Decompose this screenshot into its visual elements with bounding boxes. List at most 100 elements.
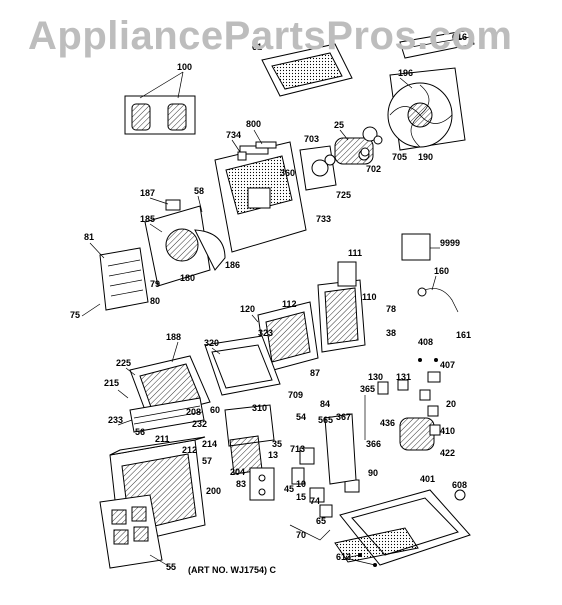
part-electrical-components [289, 447, 360, 541]
callout: 160 [434, 266, 449, 276]
part-filter-tray [99, 494, 163, 569]
callout: 70 [296, 530, 306, 540]
callout: 214 [202, 439, 217, 449]
callout: 78 [386, 304, 396, 314]
callout: 208 [186, 407, 201, 417]
callout: 401 [420, 474, 435, 484]
callout: 131 [396, 372, 411, 382]
part-top-rail [399, 29, 475, 59]
part-small-hardware [237, 135, 383, 166]
callout: 204 [230, 467, 245, 477]
callout: 100 [177, 62, 192, 72]
callout: 87 [310, 368, 320, 378]
callout: 55 [166, 562, 176, 572]
callout: 705 [392, 152, 407, 162]
watermark: AppliancePartsPros.com [28, 14, 513, 58]
part-compressor [399, 417, 441, 451]
callout: 233 [108, 415, 123, 425]
callout: 613 [336, 552, 351, 562]
callout: 80 [150, 296, 160, 306]
callout: 196 [398, 68, 413, 78]
callout: 120 [240, 304, 255, 314]
callout: 408 [418, 337, 433, 347]
callout: 83 [236, 479, 246, 489]
callout: 180 [180, 273, 195, 283]
part-base-pan [334, 489, 471, 567]
callout: 410 [440, 426, 455, 436]
part-switch-plate [249, 467, 275, 501]
part-evaporator-coil [257, 301, 319, 373]
callout: 20 [446, 399, 456, 409]
callout: 733 [316, 214, 331, 224]
callout: 35 [272, 439, 282, 449]
callout: 110 [362, 292, 377, 302]
part-rails [129, 397, 205, 433]
callout: 702 [366, 164, 381, 174]
callout: 58 [194, 186, 204, 196]
callout: 323 [258, 328, 273, 338]
callout: 10 [296, 479, 306, 489]
callout: 734 [226, 130, 241, 140]
callout: 565 [318, 415, 333, 425]
callout: 15 [296, 492, 306, 502]
part-top-louver [261, 43, 353, 97]
callout: 616 [452, 32, 467, 42]
callout: 13 [268, 450, 278, 460]
callout: 25 [334, 120, 344, 130]
callout: 215 [104, 378, 119, 388]
callout-labels: 100 61 616 196 25 800 734 703 702 705 19… [70, 32, 471, 572]
callout: 65 [316, 516, 326, 526]
callout: 703 [304, 134, 319, 144]
part-motor-mount [299, 145, 337, 191]
art-number: (ART NO. WJ1754) C [188, 565, 277, 575]
callout: 713 [290, 444, 305, 454]
callout: 79 [150, 279, 160, 289]
part-clip-187 [165, 199, 181, 211]
callout: 84 [320, 399, 330, 409]
part-condenser-coil [317, 261, 366, 353]
callout: 54 [296, 412, 306, 422]
callout: 366 [366, 439, 381, 449]
callout: 38 [386, 328, 396, 338]
callout: 320 [204, 338, 219, 348]
callout: 61 [252, 42, 262, 52]
callout: 9999 [440, 238, 460, 248]
callout: 310 [252, 403, 267, 413]
callout: 436 [380, 418, 395, 428]
callout: 161 [456, 330, 471, 340]
part-terminals [418, 358, 441, 417]
part-overload [377, 379, 409, 395]
callout: 57 [202, 456, 212, 466]
callout: 211 [155, 434, 170, 444]
part-bulkhead [214, 141, 307, 253]
callout: 800 [246, 119, 261, 129]
callout: 187 [140, 188, 155, 198]
callout: 90 [368, 468, 378, 478]
part-control-panel [224, 404, 275, 475]
callout: 200 [206, 486, 221, 496]
callout: 185 [140, 214, 155, 224]
callout: 360 [280, 168, 295, 178]
callout: 112 [282, 299, 297, 309]
callout: 56 [135, 427, 145, 437]
callout: 186 [225, 260, 240, 270]
part-control-box [99, 247, 149, 311]
callout: 190 [418, 152, 433, 162]
part-motor [334, 126, 378, 165]
callout: 725 [336, 190, 351, 200]
callout: 130 [368, 372, 383, 382]
callout: 75 [70, 310, 80, 320]
part-drain-pan [204, 335, 281, 396]
part-blower-housing [144, 205, 226, 287]
part-capacitors [124, 71, 196, 135]
callout: 81 [84, 232, 94, 242]
callout: 212 [182, 445, 197, 455]
callout: 232 [192, 419, 207, 429]
part-fan-shroud [387, 67, 466, 151]
callout: 188 [166, 332, 181, 342]
callout: 367 [336, 412, 351, 422]
part-bracket [324, 395, 366, 485]
callout: 111 [348, 248, 362, 258]
